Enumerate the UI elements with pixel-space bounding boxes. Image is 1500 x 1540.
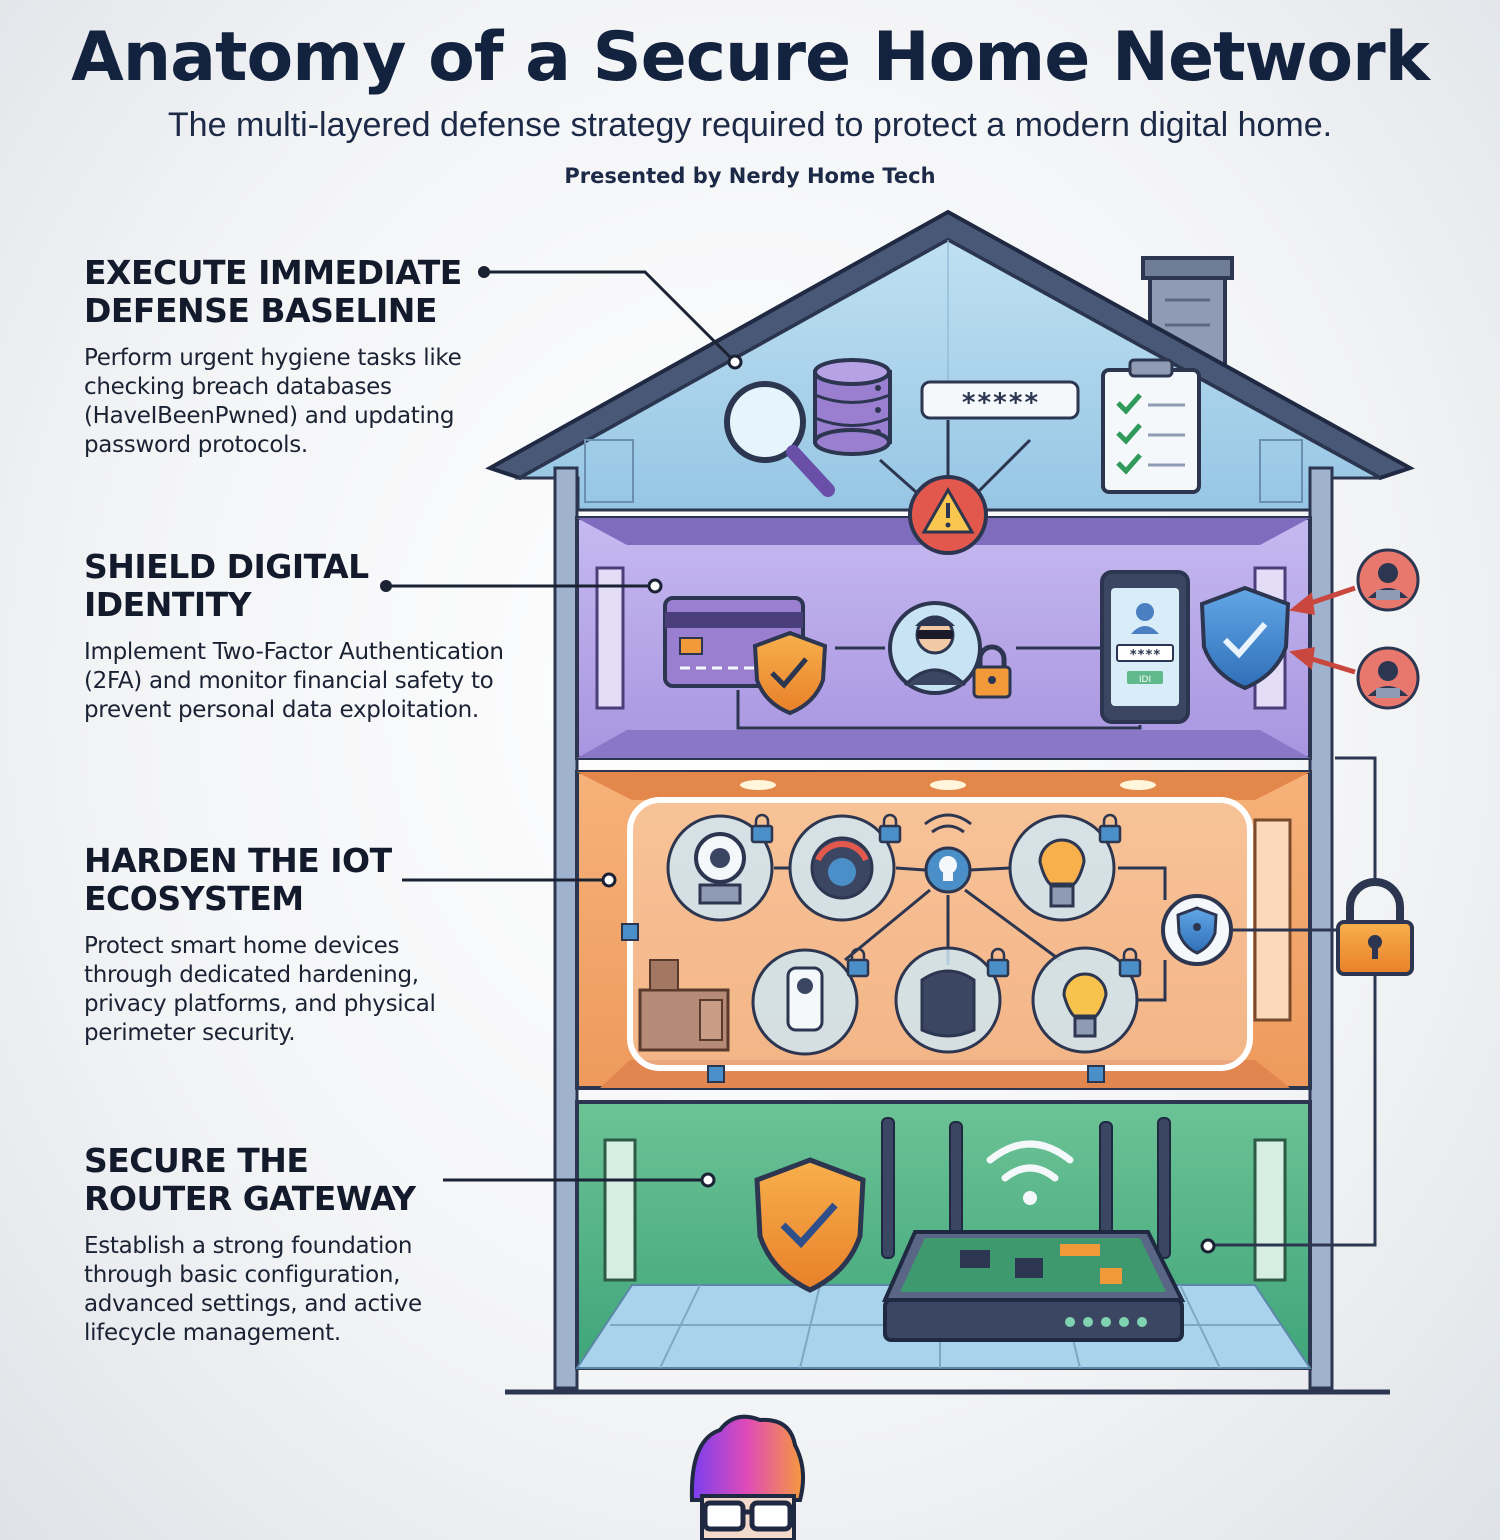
- database-icon: [813, 358, 892, 456]
- smartphone-icon: **** IDI: [1100, 570, 1190, 724]
- phone-pin-text: ****: [1129, 648, 1160, 663]
- password-field: *****: [920, 380, 1080, 420]
- attacker-icon: [1356, 646, 1420, 710]
- section-description: Establish a strong foundation through ba…: [84, 1233, 422, 1346]
- iot-network-lines: [774, 756, 1377, 1247]
- house-walls: [553, 466, 1334, 1390]
- camera-icon: [666, 814, 774, 922]
- network-nodes: [621, 923, 1105, 1083]
- wifi-icon: [924, 813, 972, 834]
- brand-logo-icon: [689, 1414, 806, 1540]
- smart-speaker-icon: [894, 946, 1002, 1054]
- shield-check-icon: [1161, 894, 1233, 966]
- thermostat-icon: [788, 814, 896, 922]
- presented-by: Presented by Nerdy Home Tech: [564, 164, 936, 188]
- shield-check-icon: [754, 1157, 866, 1293]
- padlock-icon: [972, 644, 1012, 699]
- router-icon: [881, 1117, 1186, 1342]
- device-padlocks: [750, 813, 1142, 978]
- phone-button-text: IDI: [1139, 675, 1151, 685]
- section-description: Protect smart home devices through dedic…: [84, 933, 436, 1046]
- page-title: Anatomy of a Secure Home Network: [71, 18, 1430, 97]
- shield-check-icon: [752, 630, 828, 716]
- smart-bulb-icon: [1031, 946, 1139, 1054]
- roof: [485, 209, 1415, 512]
- connector: [736, 690, 1142, 730]
- callout-lines: [386, 270, 737, 1182]
- padlock-icon: [1336, 878, 1414, 976]
- attacker-icon: [1356, 548, 1420, 612]
- section-description: Perform urgent hygiene tasks like checki…: [84, 345, 462, 458]
- threat-arrows: [1289, 585, 1356, 675]
- checklist-icon: [1101, 358, 1201, 494]
- section-description: Implement Two-Factor Authentication (2FA…: [84, 639, 504, 723]
- password-field-text: *****: [961, 388, 1039, 418]
- callout-dots: [380, 266, 1216, 1254]
- hacker-icon: [888, 601, 982, 695]
- smart-bulb-icon: [924, 846, 972, 894]
- security-camera-icon: [751, 948, 859, 1056]
- wifi-icon: [986, 1140, 1074, 1205]
- page-subtitle: The multi-layered defense strategy requi…: [167, 106, 1333, 144]
- magnifier-icon: [724, 381, 835, 497]
- smart-bulb-icon: [1008, 814, 1116, 922]
- shield-check-icon: [1199, 585, 1291, 691]
- alert-icon: [908, 475, 988, 555]
